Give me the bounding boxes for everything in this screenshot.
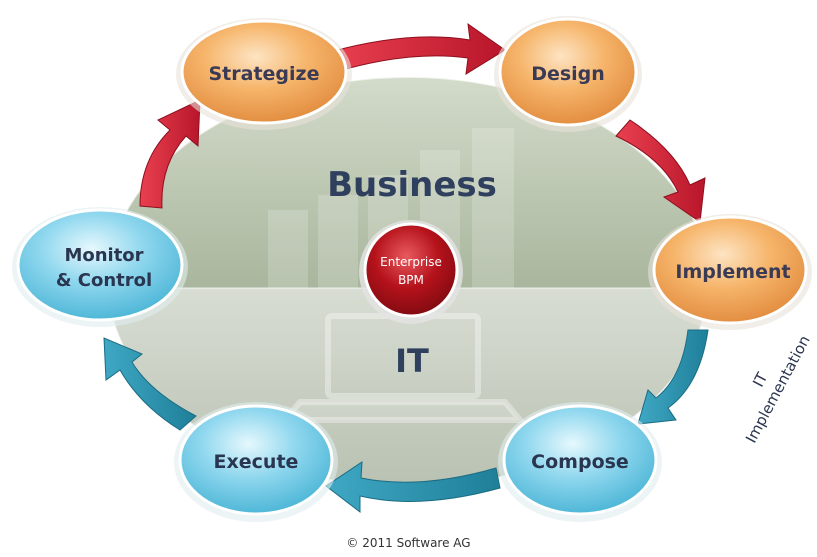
stage-node-compose: Compose (498, 402, 662, 522)
stage-label-control: & Control (56, 270, 152, 291)
arrow-compose-to-execute (325, 461, 501, 514)
stage-node-strategize: Strategize (176, 18, 352, 130)
side-label-implementation: Implementation (742, 332, 814, 446)
stage-label-execute: Execute (214, 451, 299, 473)
stage-node-monitor-control: Monitor & Control (12, 207, 188, 327)
arrow-execute-to-monitor (103, 337, 197, 431)
business-label: Business (327, 165, 497, 205)
center-label-line2: BPM (398, 273, 424, 287)
it-arrows (103, 329, 709, 514)
arrow-design-to-implement (615, 119, 706, 223)
center-node-enterprise-bpm: Enterprise BPM (359, 220, 463, 324)
stage-label-strategize: Strategize (209, 63, 320, 85)
stage-label-design: Design (531, 63, 605, 85)
stage-node-execute: Execute (174, 402, 338, 522)
stage-node-implement: Implement (648, 214, 812, 330)
stage-label-implement: Implement (675, 261, 790, 283)
copyright-caption: © 2011 Software AG (346, 536, 471, 550)
center-label-line1: Enterprise (380, 255, 442, 269)
business-arrows (139, 22, 706, 223)
stage-label-monitor: Monitor (64, 245, 143, 266)
it-implementation-label: IT Implementation (742, 332, 814, 446)
stage-node-design: Design (494, 16, 642, 132)
arrow-strategize-to-design (329, 22, 506, 75)
it-label: IT (395, 342, 429, 380)
stage-label-compose: Compose (531, 451, 629, 473)
